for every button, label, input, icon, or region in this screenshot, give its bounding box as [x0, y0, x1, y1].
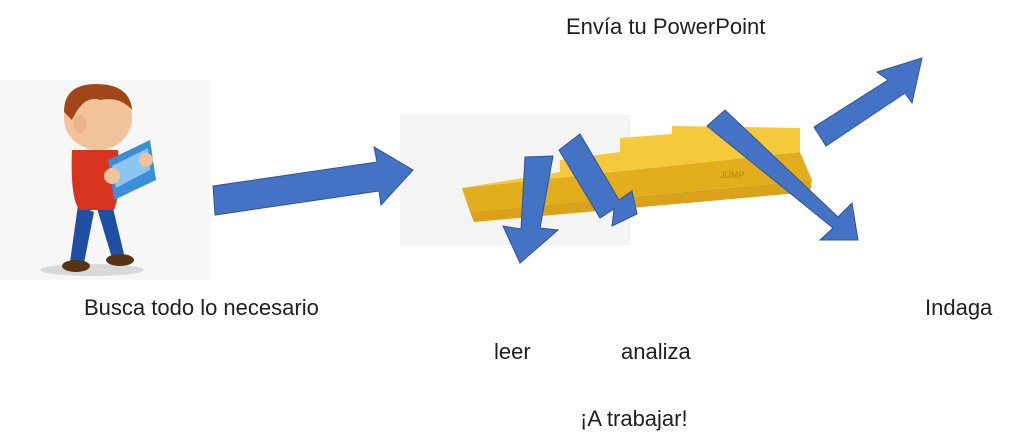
yellow-steps-podium-illustration: JUMP — [400, 115, 812, 245]
arrow-down-analiza — [558, 133, 638, 227]
analyze-label: analiza — [621, 339, 691, 364]
boy-reading-book-illustration — [0, 80, 210, 280]
work-label: ¡A trabajar! — [580, 406, 688, 431]
investigate-label: Indaga — [925, 295, 993, 320]
arrow-down-indaga — [706, 109, 859, 241]
arrow-to-podium — [212, 146, 414, 216]
arrow-down-leer — [502, 155, 560, 264]
title-label: Envía tu PowerPoint — [566, 14, 766, 39]
podium-text: JUMP — [720, 170, 745, 180]
arrows — [212, 57, 923, 264]
read-label: leer — [494, 339, 531, 364]
search-label: Busca todo lo necesario — [84, 295, 319, 320]
arrow-up-powerpoint — [813, 57, 923, 147]
